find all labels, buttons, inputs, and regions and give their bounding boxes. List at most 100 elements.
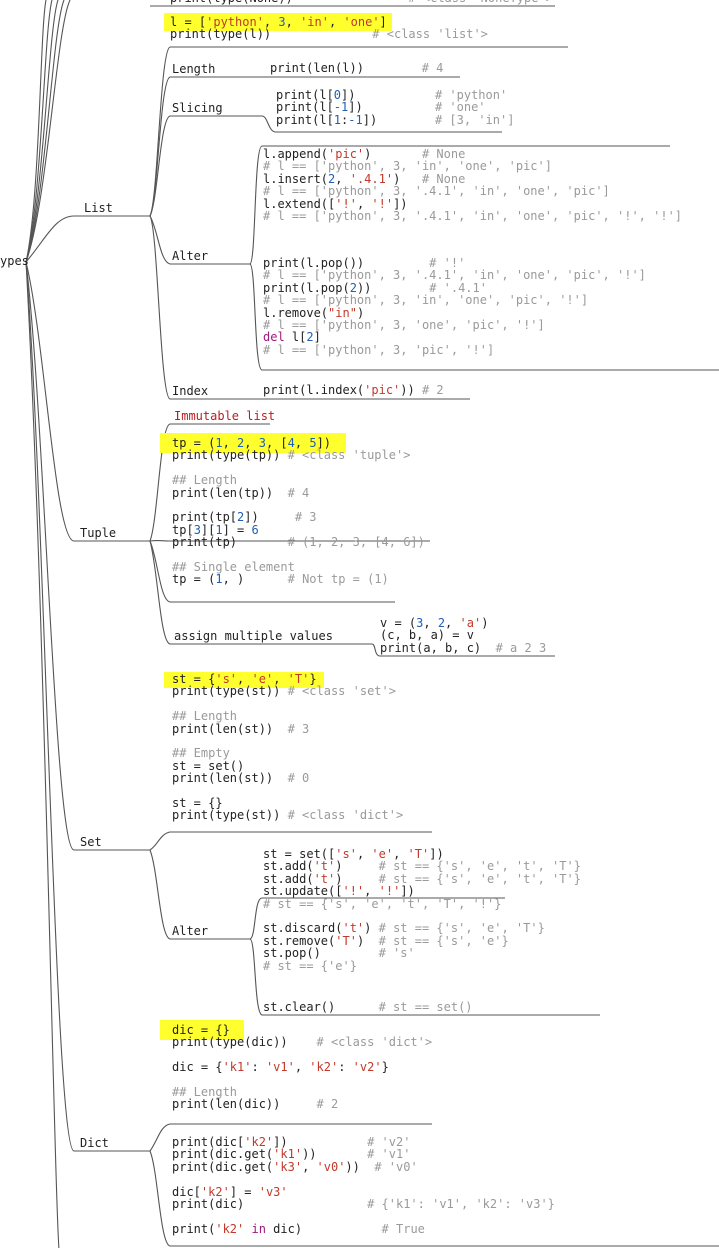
code-token: , bbox=[393, 847, 408, 861]
connector-set-main bbox=[149, 831, 432, 851]
code-token: 2 bbox=[349, 280, 357, 295]
code-token: print(type(st)) bbox=[172, 808, 281, 823]
code-token bbox=[244, 1222, 251, 1236]
code-token: # st == {'s', 'e', 'T'} bbox=[371, 921, 545, 936]
node-tuple-assign[interactable]: assign multiple values bbox=[174, 629, 333, 643]
code-token: -1 bbox=[348, 112, 363, 127]
code-token: tp[ bbox=[172, 522, 194, 537]
code-line: print(type(st)) # <class 'dict'> bbox=[172, 809, 403, 821]
node-set[interactable]: Set bbox=[80, 835, 102, 849]
code-token: st.discard( bbox=[263, 921, 343, 936]
node-tuple[interactable]: Tuple bbox=[80, 526, 117, 540]
code-line: print(l.pop(2)) # '.4.1' bbox=[263, 282, 646, 294]
code-token: } bbox=[309, 672, 317, 686]
code-token: dic) bbox=[265, 1221, 303, 1236]
connector-root-dict bbox=[25, 261, 150, 1152]
code-token: print(a, b, c) bbox=[380, 640, 482, 655]
code-token: # (1, 2, 3, [4, 6]) bbox=[237, 535, 425, 550]
node-list-alter[interactable]: Alter bbox=[172, 249, 209, 263]
node-root[interactable]: ypes bbox=[0, 254, 29, 268]
code-line: l.append('pic') # None bbox=[263, 148, 682, 160]
code-token: 2 bbox=[237, 510, 245, 525]
code-token: ## Empty bbox=[172, 746, 230, 761]
code-token: , [ bbox=[265, 436, 288, 450]
code-token: ] = bbox=[222, 522, 252, 537]
code-line: print(type(dic)) # <class 'dict'> bbox=[172, 1036, 432, 1048]
code-token: print(len(st)) bbox=[172, 771, 274, 786]
code-line: st.add('t') # st == {'s', 'e', 't', 'T'} bbox=[263, 860, 581, 872]
code-line: print(type(l)) # <class 'list'> bbox=[170, 28, 488, 40]
code-token: ]) bbox=[393, 196, 408, 211]
node-set-alter[interactable]: Alter bbox=[172, 924, 209, 938]
code-token: } bbox=[381, 1060, 389, 1075]
code-line: tp = (1, 2, 3, [4, 5]) bbox=[172, 437, 425, 449]
code-token: ## Length bbox=[172, 473, 238, 488]
code-line: st.discard('t') # st == {'s', 'e', 'T'} bbox=[263, 922, 581, 934]
connector-set-alter-up bbox=[249, 897, 505, 940]
code-token: 6 bbox=[251, 522, 259, 537]
code-line: # l == ['python', 3, 'pic', '!'] bbox=[263, 344, 646, 356]
code-token: # True bbox=[302, 1221, 425, 1236]
code-token: ## Length bbox=[172, 709, 238, 724]
code-token: , bbox=[294, 436, 310, 450]
connector-root-down bbox=[25, 261, 60, 1248]
connector-tuple-single bbox=[149, 540, 395, 603]
code-line: st.update(['!', '!']) bbox=[263, 885, 581, 897]
code-token: , bbox=[244, 436, 259, 450]
connector-tuple-assign-sub bbox=[371, 643, 555, 657]
connector-root-tuple bbox=[25, 261, 150, 542]
code-token: : bbox=[338, 1060, 353, 1075]
code-token: 'v2' bbox=[352, 1060, 382, 1075]
code-line: ## Empty bbox=[172, 747, 403, 759]
code-token: 3 bbox=[193, 522, 201, 537]
code-top-cut: print(type(None)) # <class 'NoneType'> bbox=[170, 0, 553, 4]
node-dict[interactable]: Dict bbox=[80, 1136, 109, 1150]
code-token: # Not tp = (1) bbox=[244, 572, 389, 587]
code-token: )) bbox=[302, 1147, 317, 1162]
code-token: , bbox=[237, 672, 252, 686]
code-line: st = set() bbox=[172, 760, 403, 772]
code-token: 'v0' bbox=[316, 1159, 346, 1174]
code-line: st.clear() # st == set() bbox=[263, 1001, 473, 1013]
code-token: st = set([ bbox=[263, 847, 336, 861]
code-line: Immutable list bbox=[174, 410, 275, 422]
code-token: 3 bbox=[278, 15, 286, 29]
code-token: ]) bbox=[316, 436, 332, 450]
code-line: print(l[1:-1]) # [3, 'in'] bbox=[276, 114, 514, 126]
code-token: dic[ bbox=[172, 1184, 201, 1199]
connector-root-list bbox=[25, 215, 150, 263]
code-token: 's' bbox=[215, 672, 238, 686]
code-token: print(len(st)) bbox=[172, 721, 274, 736]
code-token: ]) bbox=[273, 1135, 288, 1149]
code-token: )) bbox=[356, 280, 372, 295]
code-token: 1 bbox=[215, 436, 223, 450]
node-list-length[interactable]: Length bbox=[172, 62, 216, 76]
code-token: print(l.pop()) bbox=[263, 256, 365, 270]
code-token: print(dic.get( bbox=[172, 1147, 274, 1162]
code-token: '!' bbox=[342, 884, 365, 899]
code-token: 'e' bbox=[251, 672, 274, 686]
code-token: # <class 'set'> bbox=[280, 684, 396, 699]
code-line: print(l[0]) # 'python' bbox=[276, 89, 514, 101]
highlight-dict-def bbox=[160, 1020, 244, 1040]
code-token: # 'v1' bbox=[316, 1147, 411, 1162]
code-token: "in" bbox=[328, 305, 357, 320]
code-line: st = {'s', 'e', 'T'} bbox=[172, 673, 403, 685]
code-line: # l == ['python', 3, '.4.1', 'in', 'one'… bbox=[263, 269, 646, 281]
code-line: v = (3, 2, 'a') bbox=[380, 617, 546, 629]
code-line: print(l.pop()) # '!' bbox=[263, 257, 646, 269]
connector-set-alter bbox=[149, 849, 250, 940]
node-list-slicing[interactable]: Slicing bbox=[172, 101, 223, 115]
node-list[interactable]: List bbox=[84, 201, 113, 215]
code-line: st.pop() # 's' bbox=[263, 947, 581, 959]
code-line: print(l[-1]) # 'one' bbox=[276, 101, 514, 113]
code-token: 2 bbox=[237, 436, 245, 450]
code-token: ] = bbox=[229, 1184, 259, 1199]
code-token: st.remove( bbox=[263, 933, 336, 948]
code-token: print( bbox=[172, 1221, 216, 1236]
code-line: l.insert(2, '.4.1') # None bbox=[263, 173, 682, 185]
code-token: 1 bbox=[333, 112, 342, 127]
code-line: print(a, b, c) # a 2 3 bbox=[380, 642, 546, 654]
node-list-index[interactable]: Index bbox=[172, 384, 209, 398]
code-token: ] bbox=[379, 15, 387, 29]
